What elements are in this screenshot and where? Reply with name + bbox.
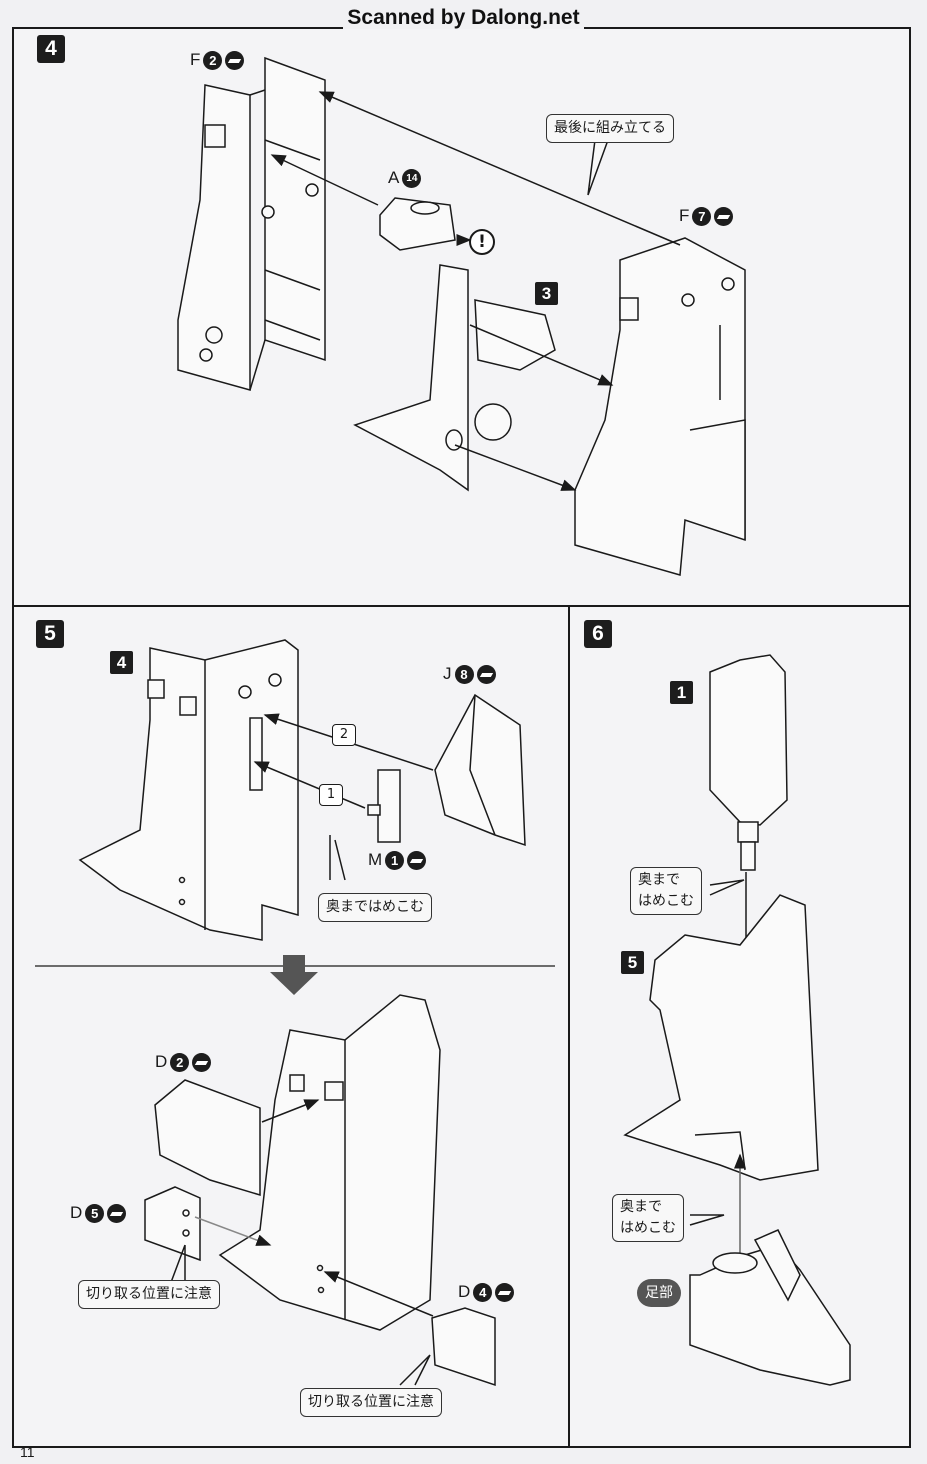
part-label-f7: F 7 — [679, 206, 734, 226]
cut-icon — [192, 1052, 212, 1072]
runner-letter: D — [155, 1052, 168, 1071]
order-marker-2: 2 — [332, 724, 356, 746]
cut-position-caution-left: 切り取る位置に注意 — [78, 1280, 220, 1309]
part-number: 1 — [385, 850, 405, 870]
part-label-a14: A 14 — [388, 168, 422, 188]
cut-position-caution-right: 切り取る位置に注意 — [300, 1388, 442, 1417]
part-label-d4: D 4 — [458, 1282, 515, 1302]
callout-line: はめこむ — [638, 893, 694, 909]
warning-icon: ! — [469, 229, 495, 255]
push-fully-callout: 奥まではめこむ — [318, 893, 432, 922]
part-label-d5: D 5 — [70, 1203, 127, 1223]
step-6-badge: 6 — [584, 620, 612, 648]
foot-label: 足部 — [637, 1279, 681, 1307]
part-j8 — [434, 693, 526, 847]
part-d4 — [431, 1307, 496, 1387]
part-number: 7 — [692, 206, 712, 226]
runner-letter: D — [458, 1282, 471, 1301]
cut-icon — [225, 50, 245, 70]
foot-part — [689, 1229, 851, 1386]
part-number: 14 — [402, 168, 422, 188]
part-f7-frame — [574, 237, 746, 576]
cut-icon — [714, 206, 734, 226]
part-number: 4 — [473, 1282, 493, 1302]
subassembly-3-badge: 3 — [535, 282, 558, 305]
part-number: 2 — [170, 1052, 190, 1072]
assembled-stand — [218, 994, 441, 1331]
order-marker-1: 1 — [319, 784, 343, 806]
part-label-m1: M 1 — [368, 850, 427, 870]
runner-letter: D — [70, 1203, 83, 1222]
callout-line: 奥まで — [638, 872, 680, 888]
page-number: 11 — [20, 1444, 35, 1460]
assemble-last-callout: 最後に組み立てる — [546, 114, 674, 143]
part-number: 5 — [85, 1203, 105, 1223]
subassembly-4-badge: 4 — [110, 651, 133, 674]
part-d5 — [144, 1186, 201, 1262]
cut-icon — [495, 1282, 515, 1302]
sub-assembly-3 — [353, 264, 556, 492]
push-fully-callout-bottom: 奥まで はめこむ — [612, 1194, 684, 1242]
part-a14 — [379, 197, 456, 251]
subassembly-1-badge: 1 — [670, 681, 693, 704]
part-number: 2 — [203, 50, 223, 70]
step-4-badge: 4 — [37, 35, 65, 63]
part-label-f2: F 2 — [190, 50, 245, 70]
scan-watermark: Scanned by Dalong.net — [0, 6, 927, 30]
sub-assembly-5 — [623, 894, 819, 1181]
sub-assembly-1 — [709, 654, 788, 871]
runner-letter: A — [388, 168, 400, 187]
part-number: 8 — [454, 664, 474, 684]
cut-icon — [107, 1203, 127, 1223]
part-f2-frame — [177, 56, 326, 391]
push-fully-callout-top: 奥まで はめこむ — [630, 867, 702, 915]
sub-assembly-4 — [78, 639, 299, 941]
step-5-badge: 5 — [36, 620, 64, 648]
part-m1 — [367, 769, 401, 843]
part-d2 — [154, 1079, 261, 1197]
cut-icon — [476, 664, 496, 684]
runner-letter: J — [443, 664, 452, 683]
callout-line: 奥まで — [620, 1199, 662, 1215]
part-label-d2: D 2 — [155, 1052, 212, 1072]
callout-line: はめこむ — [620, 1220, 676, 1236]
runner-letter: M — [368, 850, 383, 869]
runner-letter: F — [190, 50, 201, 69]
subassembly-5-badge: 5 — [621, 951, 644, 974]
part-label-j8: J 8 — [443, 664, 496, 684]
runner-letter: F — [679, 206, 690, 225]
cut-icon — [407, 850, 427, 870]
